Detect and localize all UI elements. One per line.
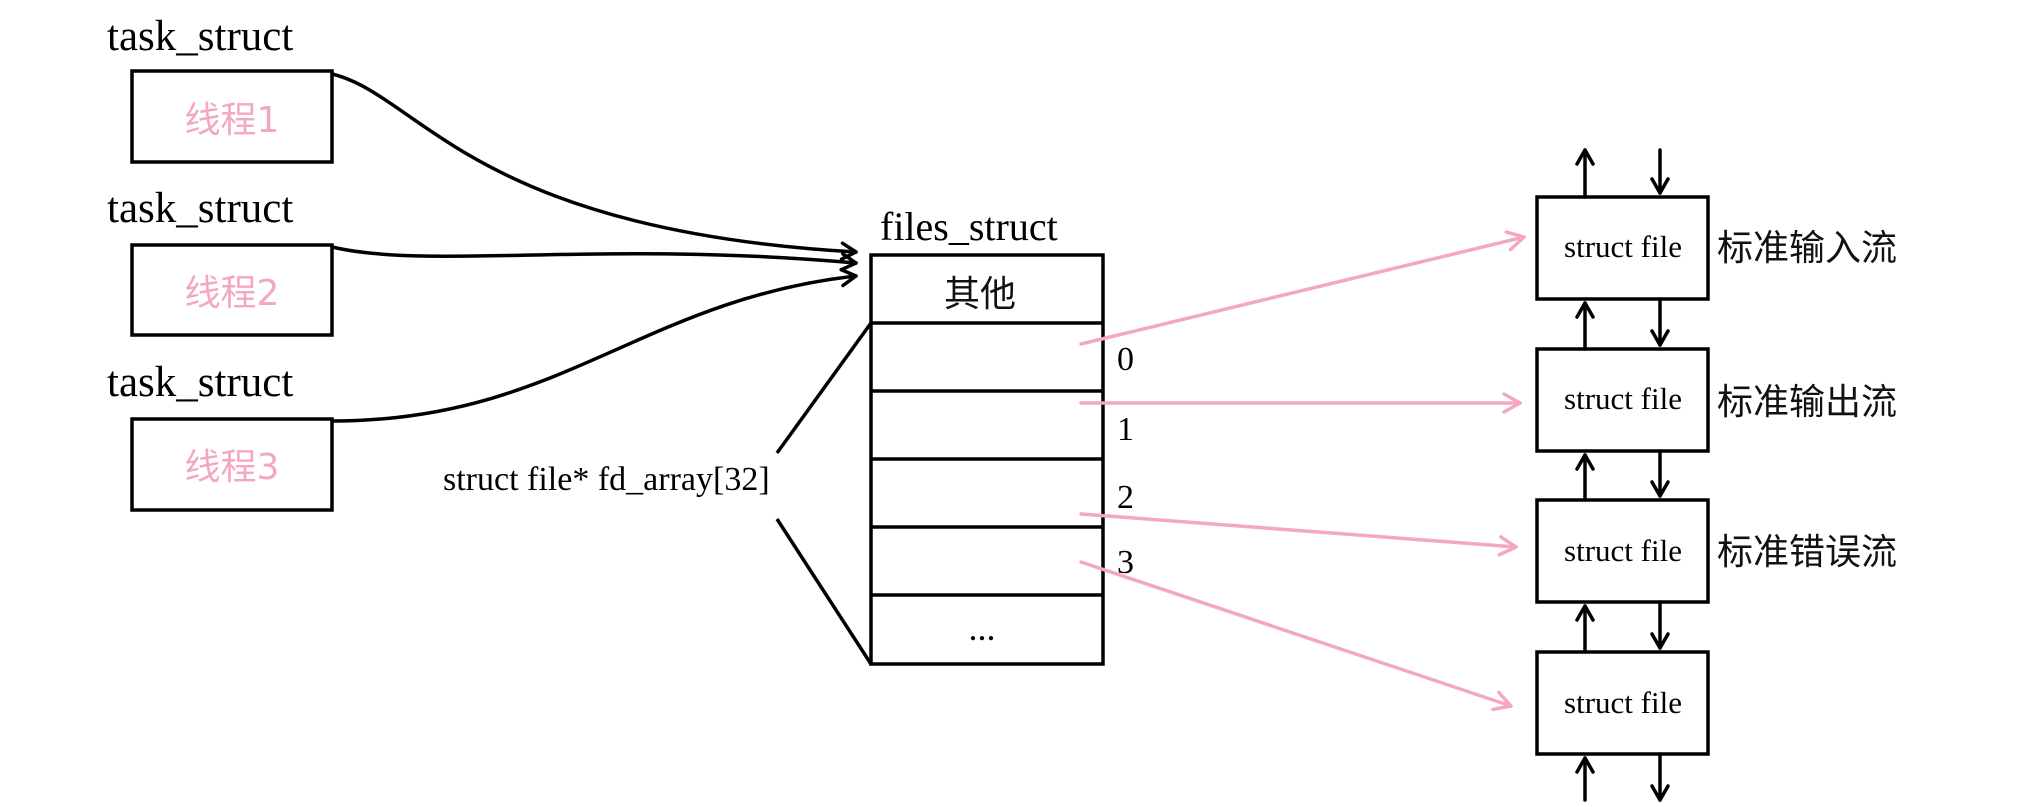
file-box-3: [1535, 498, 1710, 604]
thread-name-2: 线程2: [185, 273, 280, 314]
file-box-4: [1535, 650, 1710, 756]
fd2-to-file3-arrow: [1079, 512, 1518, 557]
thread1-to-files-arrow: [330, 72, 858, 261]
thread-name-3: 线程3: [185, 447, 280, 488]
file-node-3: 标准错误流 struct file: [1535, 498, 1897, 604]
file-label-2: struct file: [1564, 381, 1682, 416]
thread-group-1: task_struct 线程1: [107, 13, 334, 164]
thread2-to-files-arrow: [330, 245, 858, 272]
file-box-1: [1535, 195, 1710, 301]
files-struct-ellipsis: ...: [969, 608, 996, 648]
thread-group-3: task_struct 线程3: [107, 359, 334, 512]
task-struct-label-3: task_struct: [107, 359, 293, 406]
thread3-to-files-arrow: [330, 267, 858, 423]
fd-array-label: struct file* fd_array[32]: [443, 461, 770, 498]
fd3-to-file4-arrow: [1079, 560, 1513, 712]
task-struct-label-2: task_struct: [107, 185, 293, 232]
fd0-to-file1-arrow: [1079, 230, 1526, 346]
thread-box-2: [130, 243, 334, 337]
thread-group-2: task_struct 线程2: [107, 185, 334, 337]
fd-array-brace-bottom: [775, 518, 873, 665]
fd-index-2: 2: [1117, 479, 1134, 516]
stream-label-1: 标准输入流: [1717, 228, 1897, 269]
file-label-1: struct file: [1564, 229, 1682, 264]
file-label-3: struct file: [1564, 533, 1682, 568]
files-struct-other-label: 其他: [944, 274, 1016, 315]
file-node-2: struct file 标准输出流: [1535, 347, 1897, 453]
thread-box-1: [130, 69, 334, 164]
thread-box-3: [130, 417, 334, 512]
file-label-4: struct file: [1564, 685, 1682, 720]
thread-name-1: 线程1: [185, 100, 280, 141]
files-struct-title: files_struct: [880, 204, 1058, 249]
file-node-4: struct file: [1535, 650, 1710, 756]
file-node-1: struct file 标准输入流: [1535, 195, 1897, 301]
file-box-2: [1535, 347, 1710, 453]
files-struct: files_struct 其他 ...: [869, 204, 1105, 666]
fd-index-3: 3: [1117, 544, 1134, 581]
fd-index-0: 0: [1117, 341, 1134, 378]
stream-label-3: 标准错误流: [1717, 532, 1897, 573]
fd-array-brace-top: [775, 321, 873, 455]
task-struct-label-1: task_struct: [107, 13, 293, 60]
stream-label-2: 标准输出流: [1717, 382, 1897, 423]
fd-index-1: 1: [1117, 411, 1134, 448]
